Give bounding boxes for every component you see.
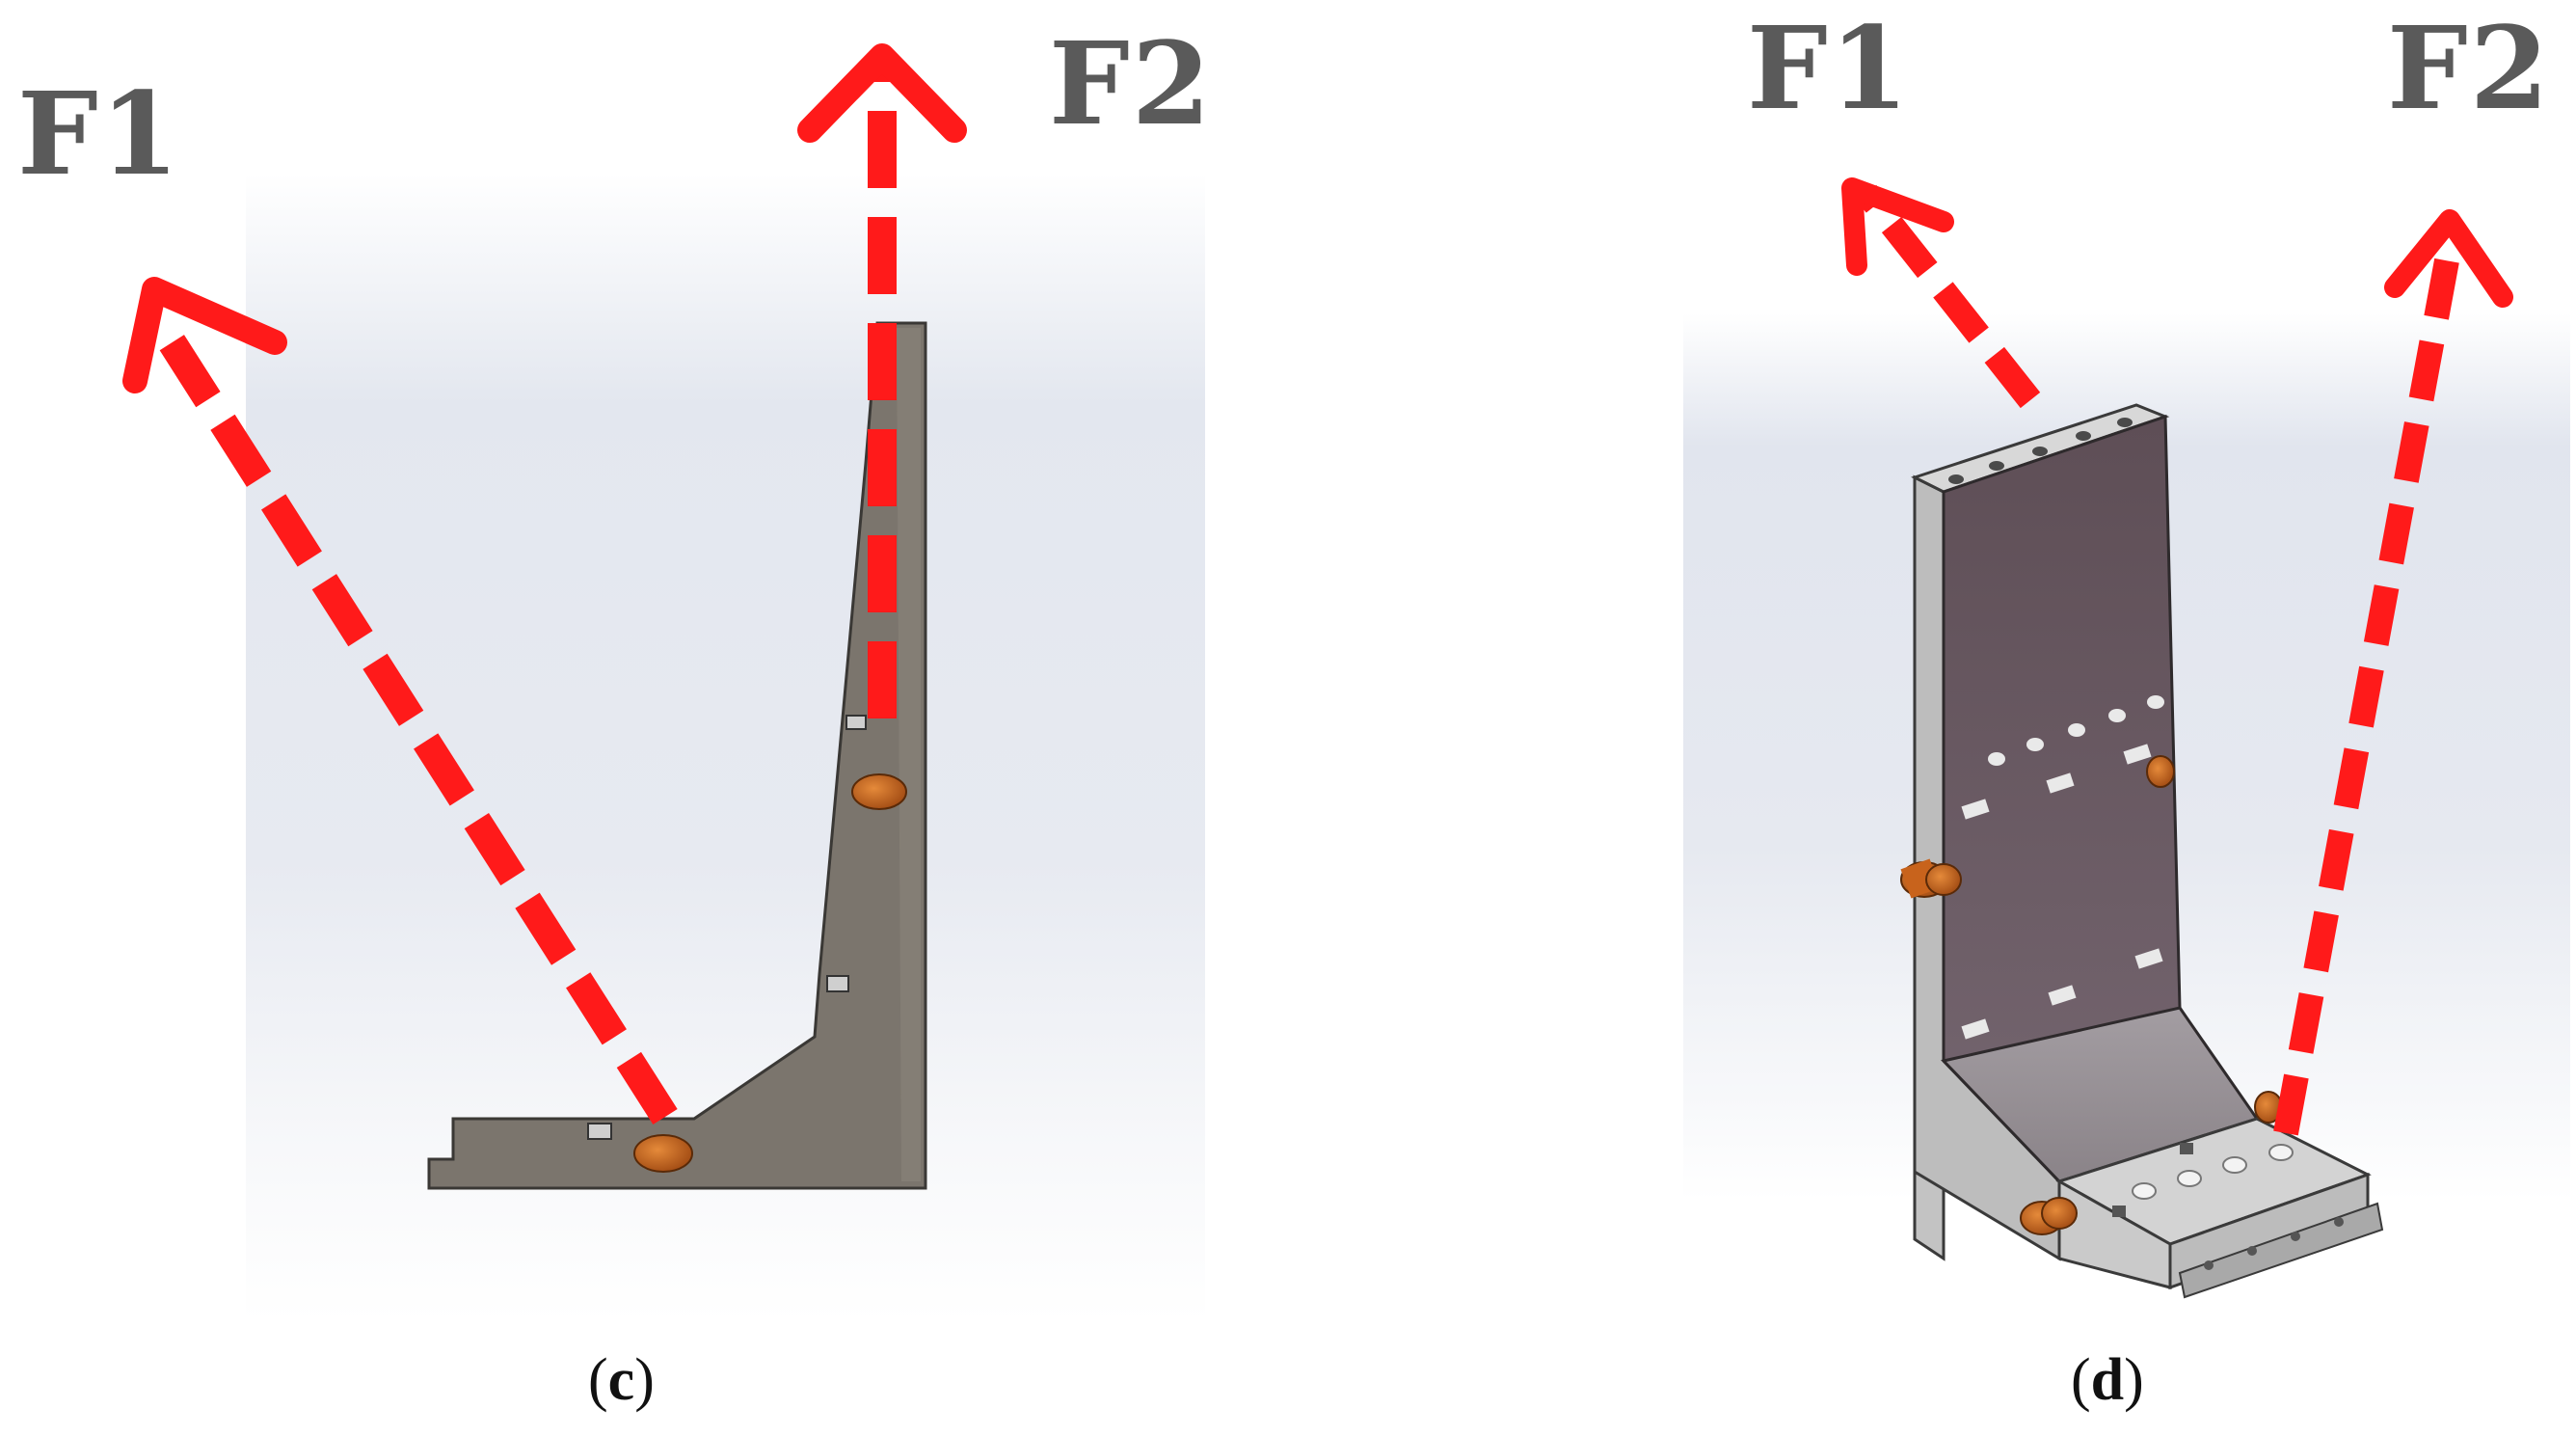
hole-icon	[2032, 447, 2048, 456]
slot-icon	[2123, 744, 2152, 765]
force-arrow-f1	[1856, 184, 2041, 409]
panel-d-drawing	[1683, 177, 2570, 1299]
caption-d: (d)	[2071, 1347, 2144, 1413]
bolt-icon	[2146, 755, 2175, 788]
force-label-f2-d: F2	[2387, 1, 2551, 135]
force-label-f1-c: F1	[17, 67, 181, 201]
hole-icon	[2222, 1156, 2247, 1174]
slot-icon	[2112, 1206, 2126, 1217]
force-label-f1-d: F1	[1747, 1, 1911, 135]
hole-icon	[2334, 1217, 2344, 1227]
hole-icon	[2068, 723, 2085, 737]
hole-icon	[1989, 461, 2004, 471]
hole-icon	[2247, 1246, 2257, 1256]
slot-icon	[2046, 772, 2075, 794]
hole-icon	[2291, 1232, 2300, 1241]
bolt-icon	[1925, 863, 1962, 896]
bolt-icon	[633, 1134, 693, 1173]
hole-icon	[1988, 752, 2005, 766]
arrowhead-f2	[797, 43, 967, 143]
hole-icon	[2147, 695, 2164, 709]
force-label-f2-c: F2	[1049, 16, 1213, 150]
panel-c-drawing	[122, 43, 1205, 1321]
slot-icon	[2134, 948, 2163, 969]
hole-icon	[1948, 474, 1964, 484]
hole-icon	[2204, 1260, 2214, 1270]
force-arrow-f1	[156, 329, 678, 1125]
bracket-base-rail	[2178, 1202, 2384, 1299]
hole-icon	[2177, 1170, 2202, 1187]
hole-icon	[2108, 709, 2126, 722]
slot-icon	[2048, 985, 2077, 1006]
arrowhead-f2	[2384, 209, 2513, 308]
hole-icon	[2268, 1144, 2294, 1161]
slot-icon	[1961, 799, 1990, 820]
bracket-base-side	[2057, 1179, 2172, 1289]
bracket-side-view	[427, 321, 927, 1190]
force-arrow-f2	[2273, 253, 2460, 1136]
bolt-icon	[2041, 1197, 2078, 1230]
slot-icon	[826, 975, 849, 992]
slot-icon	[2180, 1143, 2193, 1154]
slot-icon	[1961, 1018, 1990, 1040]
hole-icon	[2076, 431, 2091, 441]
bracket-side-highlight	[897, 328, 921, 1181]
hole-icon	[2026, 738, 2044, 751]
bolt-icon	[851, 773, 907, 810]
caption-c: (c)	[588, 1347, 655, 1413]
arrowhead-f1	[122, 277, 287, 393]
hole-icon	[2132, 1182, 2157, 1200]
slot-icon	[845, 715, 867, 730]
slot-icon	[587, 1123, 612, 1140]
arrowhead-f1	[1841, 177, 1954, 276]
hole-icon	[2117, 418, 2133, 427]
